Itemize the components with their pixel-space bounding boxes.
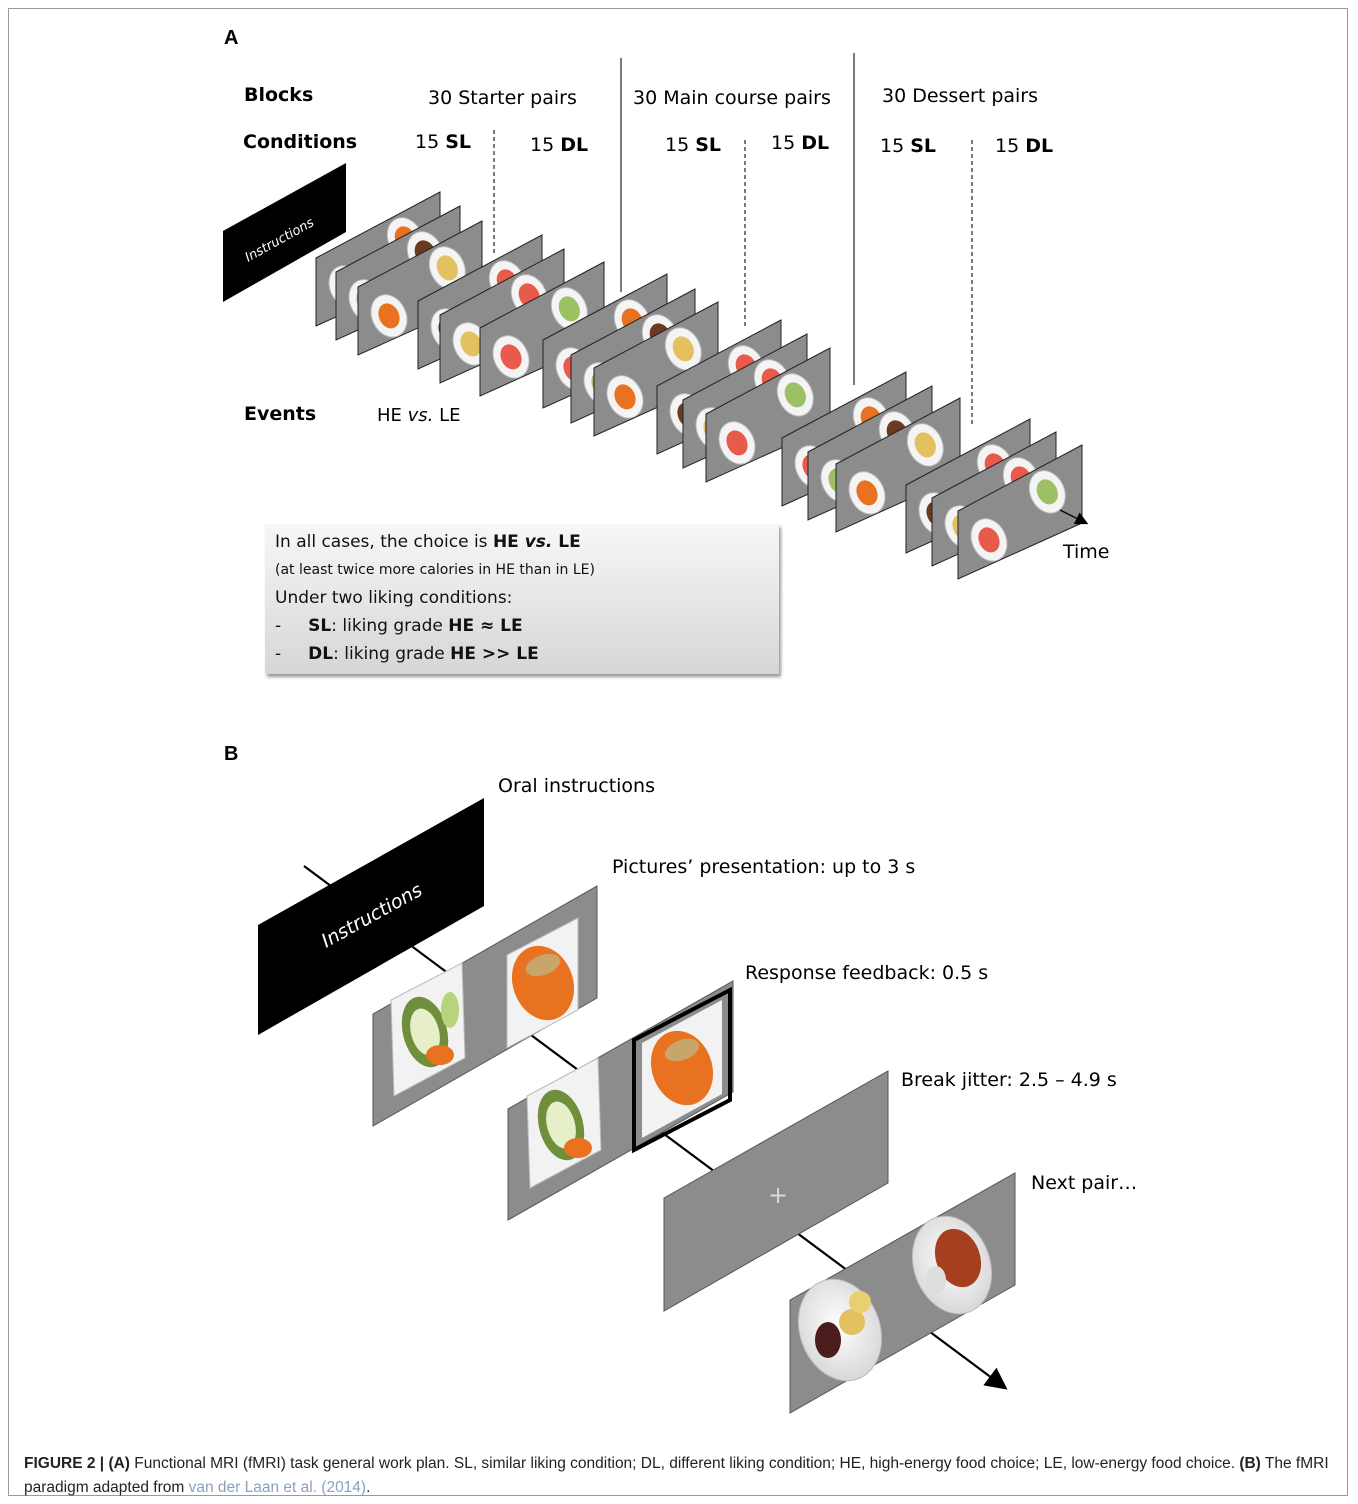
panel-a-label: A	[224, 27, 238, 49]
time-label: Time	[1062, 541, 1110, 563]
events-label: Events	[244, 403, 316, 425]
food-pair-slide	[593, 301, 719, 437]
food-pair-slide	[357, 220, 483, 356]
blocks-label: Blocks	[244, 84, 313, 106]
note-line-dl: - DL: liking grade HE >> LE	[275, 644, 539, 664]
events-value: HE vs. LE	[377, 405, 461, 426]
food-item	[460, 331, 482, 357]
figure-caption: FIGURE 2 | (A) Functional MRI (fMRI) tas…	[24, 1455, 1329, 1496]
food-picture-carrot	[506, 917, 579, 1049]
figure-frame	[8, 8, 1348, 1496]
time-arrow	[1059, 509, 1089, 525]
step-pictures-presentation: Pictures’ presentation: up to 3 s	[612, 856, 915, 878]
food-pair-slide	[705, 347, 831, 483]
food-item	[614, 384, 636, 410]
note-line-choice: In all cases, the choice is HE vs. LE	[275, 532, 581, 552]
food-item	[378, 303, 400, 329]
food-item	[978, 527, 1000, 553]
food-picture-stew	[911, 1215, 993, 1315]
food-picture-avocado	[390, 962, 466, 1097]
food-item	[784, 382, 806, 408]
instructions-slide-b	[258, 798, 484, 1035]
food-item	[726, 430, 748, 456]
reference-link[interactable]: van der Laan et al. (2014)	[188, 1479, 367, 1496]
step-oral-instructions: Oral instructions	[498, 775, 655, 797]
block-title-main: 30 Main course pairs	[633, 87, 831, 109]
food-picture-potatoes	[797, 1278, 883, 1382]
step-next-pair: Next pair…	[1031, 1172, 1137, 1194]
cond-main-dl: 15 DL	[771, 132, 829, 154]
instructions-slide-a	[223, 163, 346, 302]
food-item	[500, 344, 522, 370]
step-break-jitter: Break jitter: 2.5 – 4.9 s	[901, 1069, 1117, 1091]
fixation-slide	[663, 1070, 889, 1312]
cond-main-sl: 15 SL	[665, 134, 721, 156]
conditions-note-box: In all cases, the choice is HE vs. LE (a…	[265, 524, 779, 674]
food-pair-slide	[835, 397, 961, 533]
food-pair-slide	[479, 261, 605, 397]
note-line-calories: (at least twice more calories in HE than…	[275, 562, 595, 578]
food-item	[914, 432, 936, 458]
conditions-label: Conditions	[243, 131, 357, 153]
note-line-sl: - SL: liking grade HE ≈ LE	[275, 616, 523, 636]
panel-b-label: B	[224, 743, 238, 765]
food-pair-slide	[957, 444, 1083, 580]
food-item	[436, 255, 458, 281]
food-item	[1036, 479, 1058, 505]
food-picture-carrot-selected	[632, 986, 732, 1154]
cond-dessert-dl: 15 DL	[995, 135, 1053, 157]
food-item	[672, 336, 694, 362]
cond-starter-dl: 15 DL	[530, 134, 588, 156]
figure-canvas: A Blocks Conditions Events HE vs. LE 30 …	[223, 27, 1137, 1414]
food-picture-avocado-feedback	[526, 1057, 602, 1189]
food-item	[558, 296, 580, 322]
slide-stack	[315, 191, 1083, 580]
cond-dessert-sl: 15 SL	[880, 135, 936, 157]
step-response-feedback: Response feedback: 0.5 s	[745, 962, 988, 984]
block-title-starter: 30 Starter pairs	[428, 87, 577, 109]
fixation-cross: +	[768, 1181, 788, 1209]
block-title-dessert: 30 Dessert pairs	[882, 85, 1038, 107]
food-item	[856, 480, 878, 506]
note-line-conditions: Under two liking conditions:	[275, 588, 513, 608]
cond-starter-sl: 15 SL	[415, 131, 471, 153]
